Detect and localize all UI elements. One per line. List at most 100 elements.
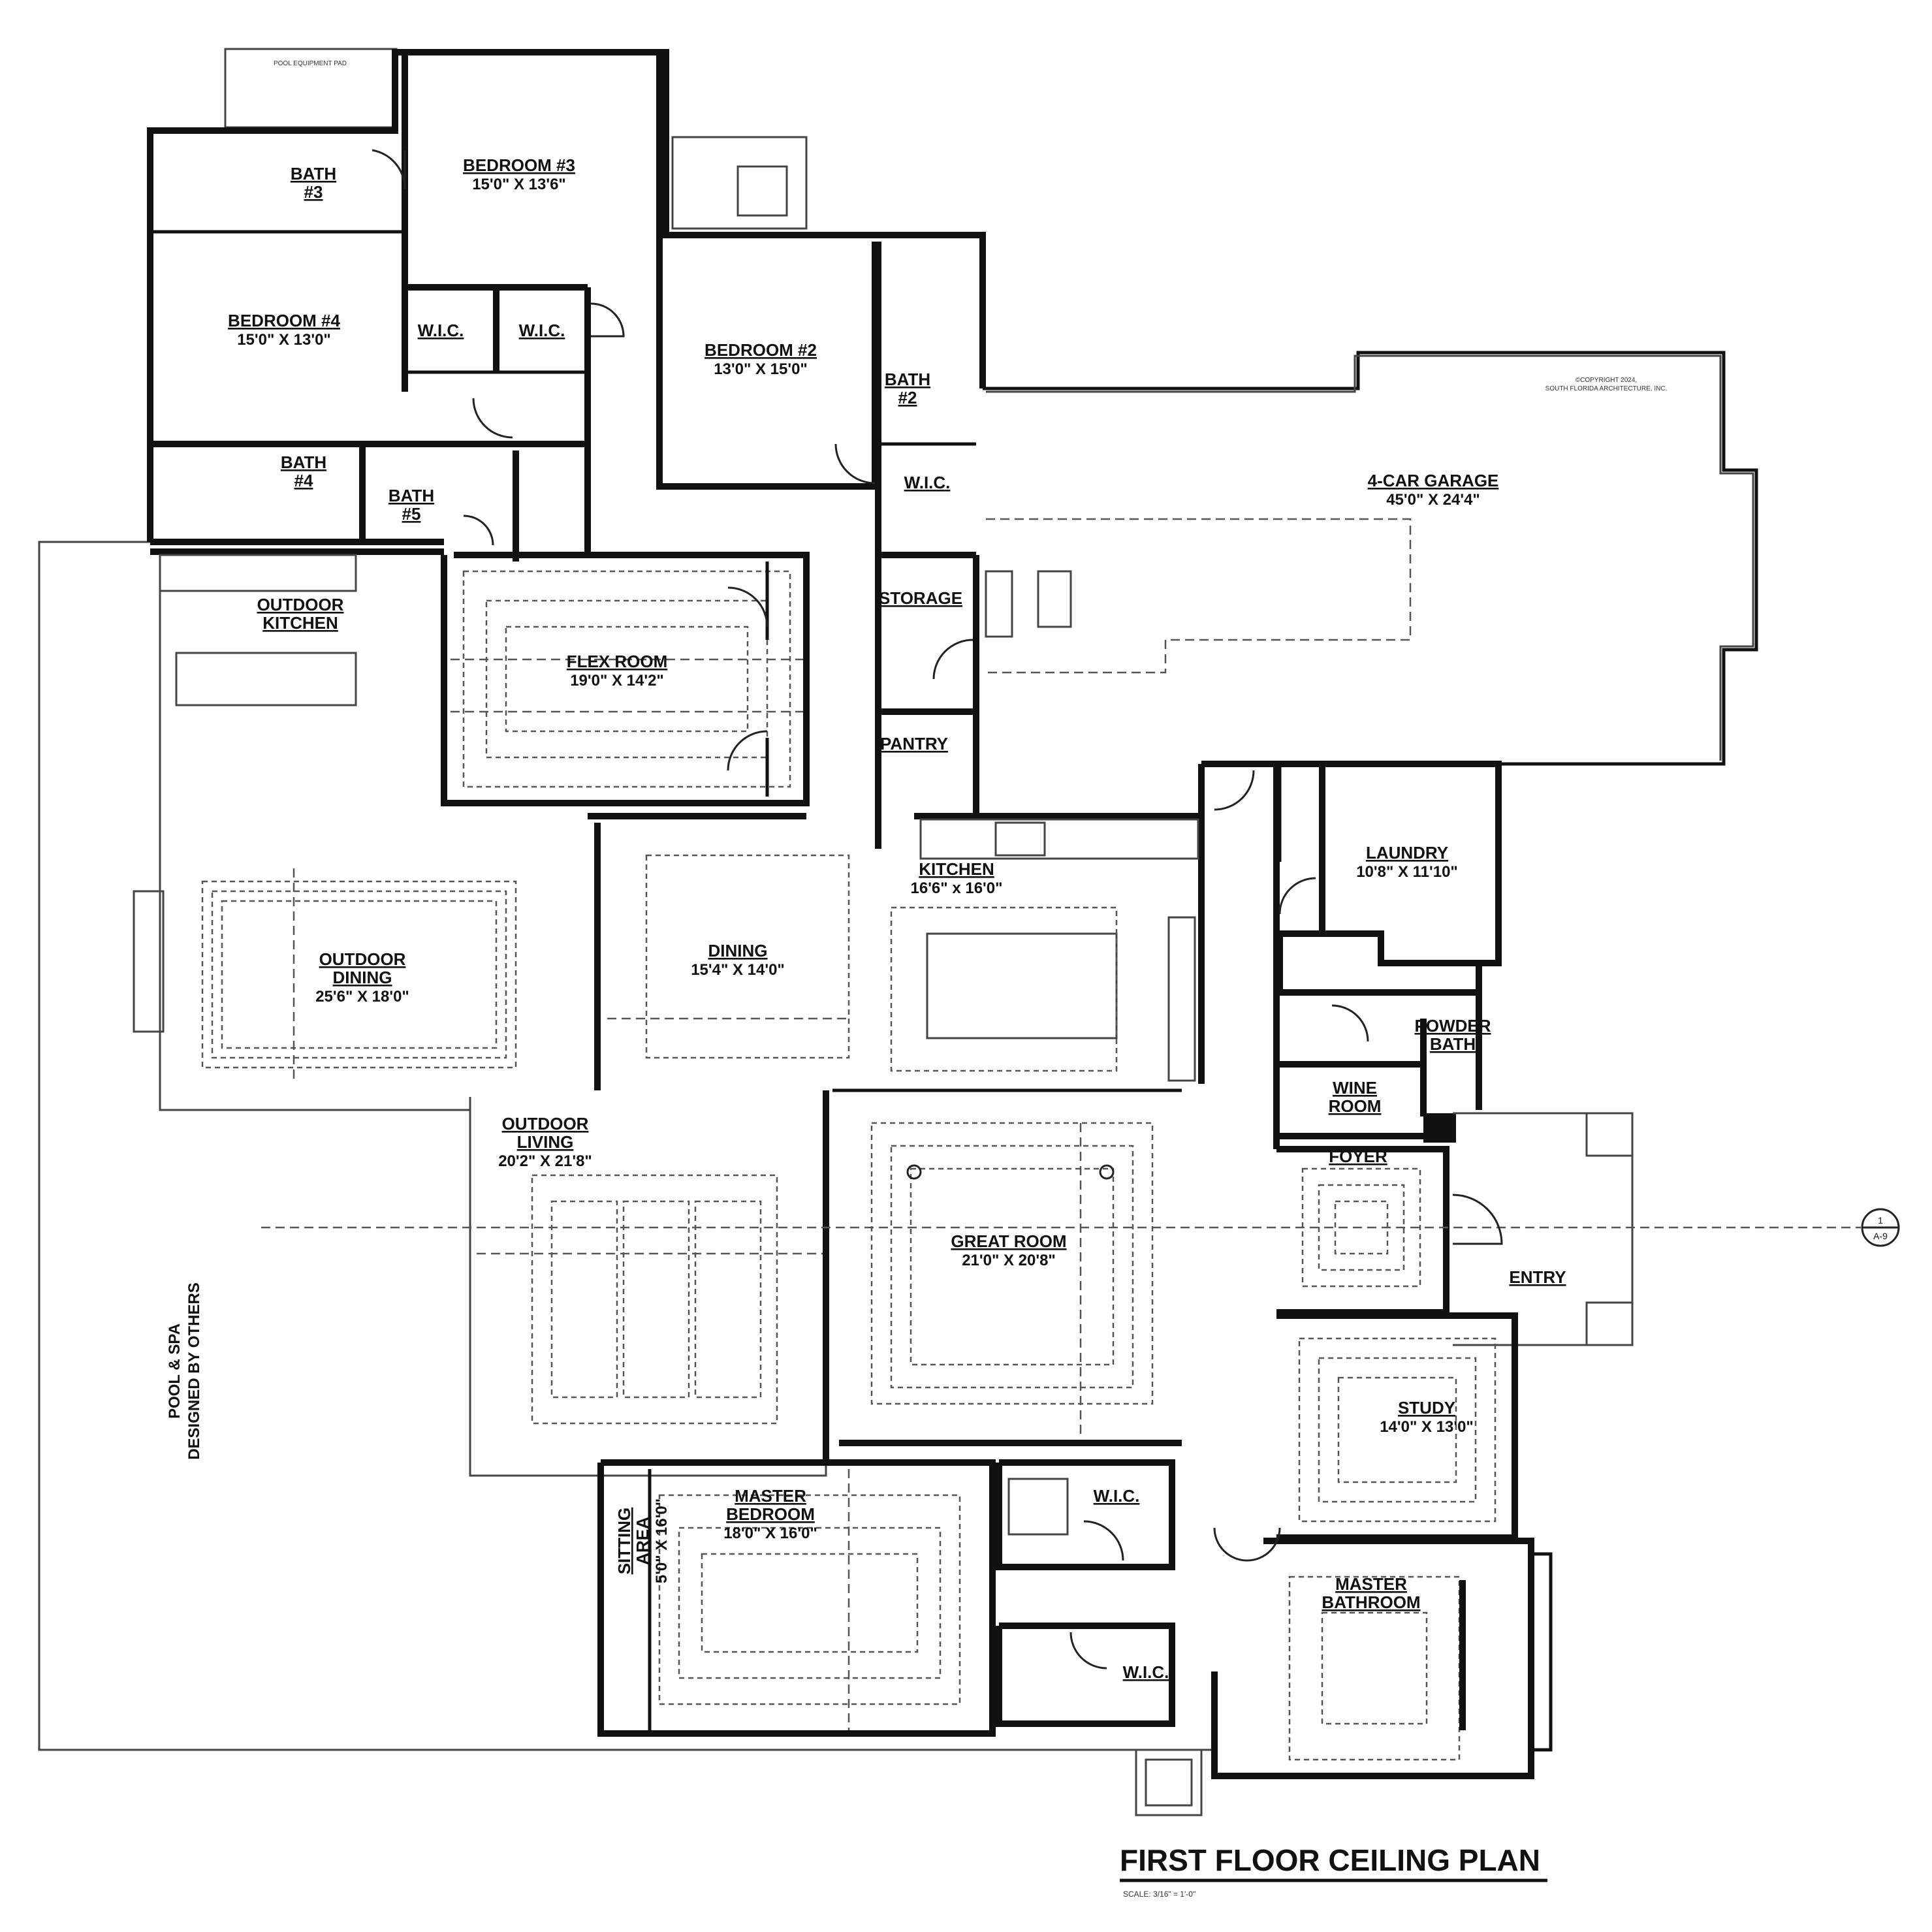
room-dimensions: 13'0" X 15'0" xyxy=(714,360,808,378)
room-label-wic-3: W.I.C. xyxy=(904,473,951,492)
cooktop xyxy=(994,821,1046,857)
ceiling-fan-2 xyxy=(1099,1164,1115,1180)
room-dimensions: 20'2" X 21'8" xyxy=(498,1152,592,1170)
outdoor-kitchen-island xyxy=(175,652,357,706)
room-dimensions: 15'4" X 14'0" xyxy=(691,961,785,979)
ac-pad-top-inner xyxy=(736,165,788,217)
pool-spa-label-1: POOL & SPA xyxy=(166,1323,183,1419)
door-swing-hall xyxy=(590,302,625,338)
outdoor-dining-frame xyxy=(133,890,165,1033)
room-dimensions: 21'0" X 20'8" xyxy=(962,1252,1056,1269)
door-swing-laundry xyxy=(1214,770,1255,811)
room-name: PANTRY xyxy=(880,734,948,753)
garage-fixture xyxy=(985,570,1013,638)
master-bed-tray-1 xyxy=(658,1494,961,1705)
room-name: STORAGE xyxy=(879,588,962,608)
room-name: W.I.C. xyxy=(904,473,951,492)
room-name: SITTING xyxy=(614,1508,634,1575)
door-swing-entry xyxy=(1452,1194,1503,1245)
room-name: DINING xyxy=(333,968,392,987)
pool-equipment-label: POOL EQUIPMENT PAD xyxy=(274,60,347,67)
kitchen-tray xyxy=(890,906,1118,1072)
garage-outline xyxy=(986,355,1754,761)
section-mark-sheet: A-9 xyxy=(1873,1231,1888,1241)
study-tray-3 xyxy=(1337,1376,1457,1483)
master-bathroom-walls xyxy=(1211,1538,1534,1779)
room-name: LAUNDRY xyxy=(1366,843,1448,863)
room-dimensions: 45'0" X 24'4" xyxy=(1386,491,1480,509)
room-name: FLEX ROOM xyxy=(567,652,668,671)
door-swing-powder xyxy=(1331,1004,1369,1042)
room-name: OUTDOOR xyxy=(319,949,406,969)
door-swing-bath5 xyxy=(463,515,494,546)
room-label-bath-5: BATH#5 xyxy=(388,486,434,524)
master-bed-tray-2 xyxy=(678,1527,942,1679)
outdoor-living-tray-4 xyxy=(694,1200,762,1399)
garage-dashed-line xyxy=(986,518,1412,674)
entry-column-2 xyxy=(1585,1301,1634,1346)
door-swing-master xyxy=(1213,1527,1281,1562)
copyright-line-1: ©COPYRIGHT 2024, xyxy=(1576,377,1637,384)
room-name: W.I.C. xyxy=(418,321,464,340)
room-label-pantry: PANTRY xyxy=(880,734,948,753)
outdoor-dining-edge xyxy=(159,562,470,1111)
room-name: #5 xyxy=(402,504,421,524)
room-name: WINE xyxy=(1333,1078,1377,1098)
room-dimensions: 16'6" x 16'0" xyxy=(911,879,1003,897)
room-name: KITCHEN xyxy=(262,613,338,633)
ac-pad-top xyxy=(671,136,808,230)
room-name: BEDROOM #4 xyxy=(228,311,340,330)
room-name: BEDROOM #3 xyxy=(463,155,575,175)
room-label-bath-2: BATH#2 xyxy=(885,370,930,407)
door-swing-flex-2 xyxy=(727,730,768,771)
study-tray-1 xyxy=(1298,1337,1497,1523)
door-swing-wic xyxy=(472,398,513,439)
door-swing-storage xyxy=(932,639,974,680)
kitchen-island xyxy=(926,932,1118,1039)
pool-spa-label-2: DESIGNED BY OTHERS xyxy=(185,1282,203,1460)
drawing-title: FIRST FLOOR CEILING PLAN xyxy=(1120,1843,1540,1877)
room-dimensions: 5'0" X 16'0" xyxy=(653,1498,671,1583)
room-name: MASTER xyxy=(1335,1574,1407,1594)
great-room-tray-1 xyxy=(870,1122,1154,1405)
flex-tray-2 xyxy=(485,599,768,759)
section-mark-number: 1 xyxy=(1878,1215,1883,1226)
room-dimensions: 25'6" X 18'0" xyxy=(315,988,409,1006)
room-name: MASTER xyxy=(735,1486,806,1506)
room-name: FOYER xyxy=(1329,1147,1387,1166)
room-name: LIVING xyxy=(517,1132,574,1152)
entry-column-1 xyxy=(1585,1112,1634,1157)
room-label-bedroom-3: BEDROOM #315'0" X 13'6" xyxy=(463,155,575,193)
north-wing-walls xyxy=(147,49,986,542)
master-bath-bay xyxy=(1531,1552,1553,1752)
room-label-bedroom-2: BEDROOM #213'0" X 15'0" xyxy=(705,340,817,378)
outdoor-living-tray-3 xyxy=(622,1200,690,1399)
flex-tray-1 xyxy=(462,570,791,788)
flex-room-walls xyxy=(441,552,810,806)
room-name: BATH xyxy=(388,486,434,505)
garage-walls xyxy=(983,351,1758,766)
room-label-bath-4: BATH#4 xyxy=(281,452,326,490)
room-name: BATH xyxy=(281,452,326,472)
great-room-tray-2 xyxy=(890,1145,1134,1389)
outdoor-living-tray-1 xyxy=(531,1174,778,1425)
room-name: BATHROOM xyxy=(1322,1592,1420,1612)
room-name: 4-CAR GARAGE xyxy=(1368,471,1499,490)
door-swing-wic-5 xyxy=(1069,1632,1107,1670)
door-swing-flex xyxy=(727,586,768,627)
room-label-wic-5: W.I.C. xyxy=(1123,1662,1169,1682)
